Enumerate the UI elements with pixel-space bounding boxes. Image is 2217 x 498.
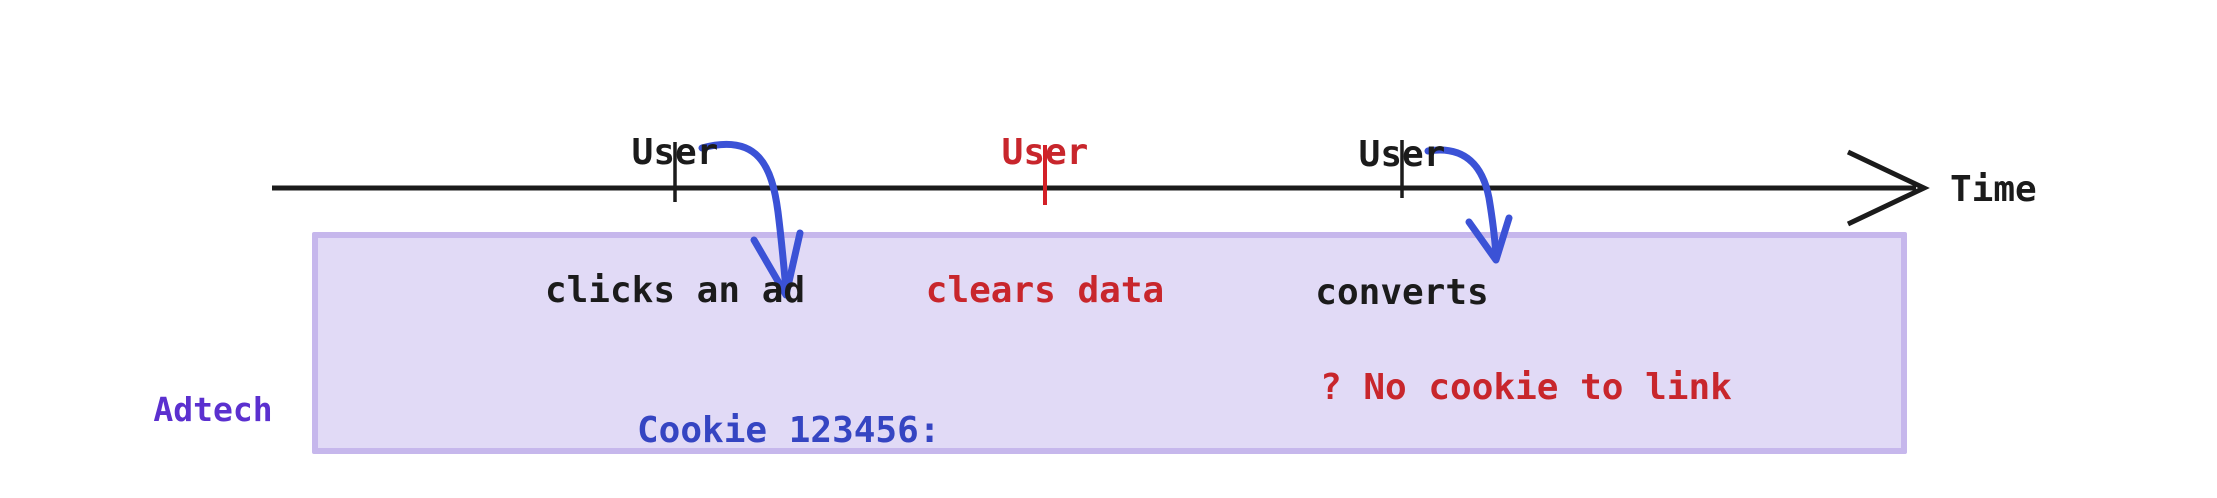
event-label-clears-data: User clears data [926,38,1164,406]
no-conversion-note: ? No cookie to link this conversion to ⇒… [1320,275,1732,498]
convert-to-box-arrow-icon [1424,146,1500,260]
event-label-line: clears data [925,270,1165,311]
time-axis-arrowhead-icon [1846,149,1930,227]
event-label-line: converts [1315,272,1489,313]
click-to-cookie-arrowhead-icon [750,229,804,299]
adtech-server-label: Adtech server [153,297,272,498]
cookie-logged-note: Cookie 123456: Adclicked [637,313,940,498]
adtech-server-label-line: Adtech [153,390,273,429]
click-to-cookie-arrow-icon [698,140,790,294]
event-label-converts: User converts [1315,40,1488,408]
no-conversion-note-line: ? No cookie to link [1320,367,1732,408]
event-label-line: User [1001,132,1089,173]
event-label-line: User [631,132,719,173]
cookie-logged-note-line: Cookie 123456: [637,410,941,451]
time-axis-label: Time [1950,169,2037,210]
convert-to-box-arrowhead-icon [1465,214,1513,264]
adtech-server-box [312,232,1907,454]
event-label-line: User [1358,134,1446,175]
event-label-line: clicks an ad [544,270,806,311]
event-label-clicks-ad: User clicks an ad [545,38,805,406]
